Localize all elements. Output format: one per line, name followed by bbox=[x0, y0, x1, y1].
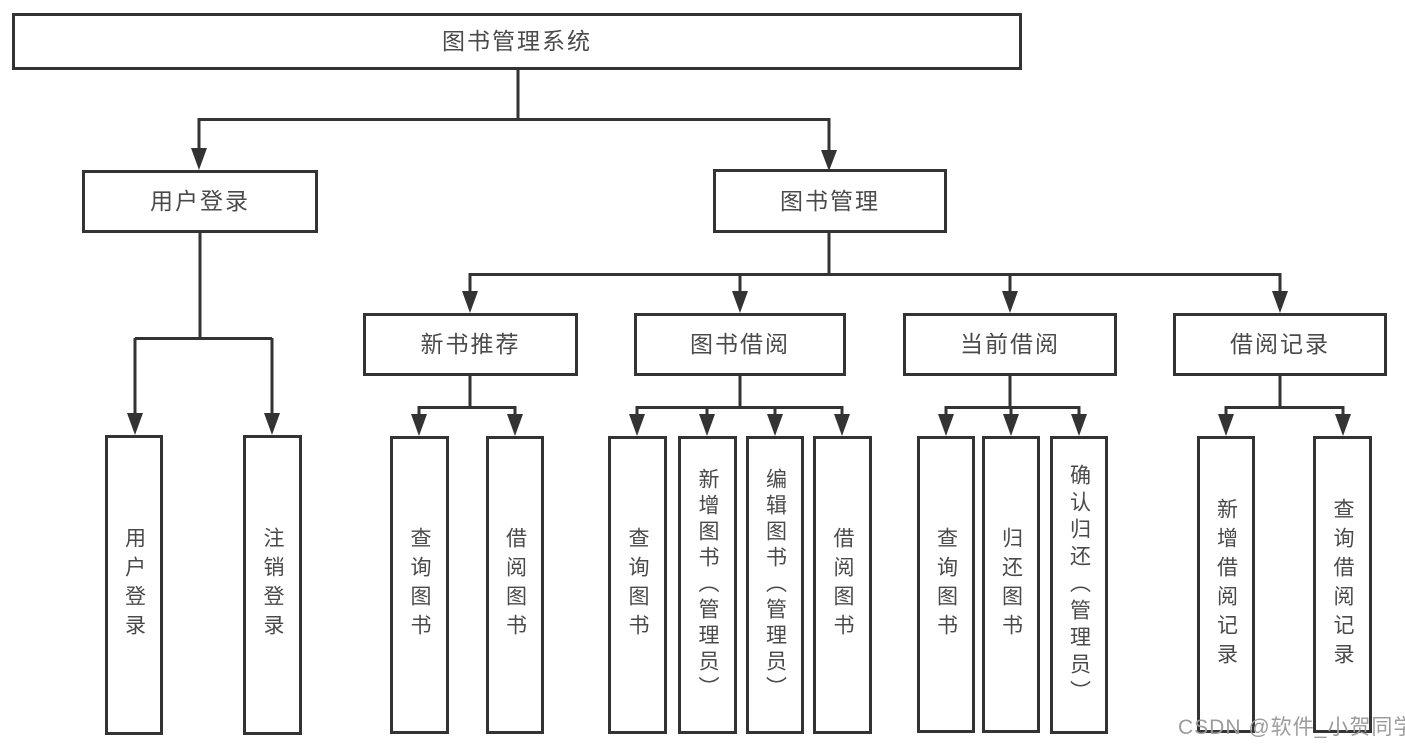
node-leaf-add-books-admin: 新增图书（管理员） bbox=[678, 436, 737, 734]
node-leaf-query-borrow-record: 查询借阅记录 bbox=[1313, 436, 1372, 733]
node-borrowing-records: 借阅记录 bbox=[1173, 313, 1387, 376]
node-leaf-return-books: 归还图书 bbox=[982, 436, 1040, 733]
node-current-borrowing: 当前借阅 bbox=[903, 313, 1117, 376]
leaf-label: 借阅图书 bbox=[503, 527, 527, 643]
arrowhead-icons bbox=[127, 148, 1351, 436]
leaf-label: 新增图书（管理员） bbox=[696, 468, 719, 702]
node-leaf-logout: 注销登录 bbox=[243, 435, 302, 735]
leaf-label: 查询图书 bbox=[626, 527, 649, 643]
node-leaf-edit-books-admin: 编辑图书（管理员） bbox=[746, 436, 804, 734]
leaf-label: 查询图书 bbox=[408, 527, 431, 643]
node-new-book-recommend: 新书推荐 bbox=[363, 313, 578, 376]
node-leaf-add-borrow-record: 新增借阅记录 bbox=[1197, 436, 1255, 733]
leaf-label: 确认归还（管理员） bbox=[1067, 463, 1091, 707]
node-leaf-query-books-3: 查询图书 bbox=[917, 436, 975, 733]
leaf-label: 归还图书 bbox=[999, 526, 1023, 643]
node-leaf-query-books-1: 查询图书 bbox=[390, 436, 449, 734]
node-leaf-borrow-books-2: 借阅图书 bbox=[813, 436, 872, 734]
leaf-label: 编辑图书（管理员） bbox=[763, 468, 787, 702]
leaf-label: 查询图书 bbox=[934, 526, 958, 643]
leaf-label: 用户登录 bbox=[122, 527, 146, 643]
leaf-label: 借阅图书 bbox=[831, 527, 854, 643]
node-leaf-user-login: 用户登录 bbox=[105, 435, 163, 735]
node-leaf-query-books-2: 查询图书 bbox=[608, 436, 667, 734]
node-book-borrowing: 图书借阅 bbox=[634, 313, 846, 376]
node-leaf-borrow-books-1: 借阅图书 bbox=[486, 436, 544, 734]
node-user-login-branch: 用户登录 bbox=[82, 170, 318, 233]
node-library-management-system: 图书管理系统 bbox=[12, 13, 1022, 70]
node-leaf-confirm-return-admin: 确认归还（管理员） bbox=[1050, 436, 1108, 734]
csdn-watermark: CSDN @软件_小贺同学 bbox=[1178, 716, 1405, 739]
leaf-label: 查询借阅记录 bbox=[1331, 497, 1354, 672]
leaf-label: 注销登录 bbox=[261, 527, 284, 643]
node-book-management-branch: 图书管理 bbox=[713, 169, 947, 233]
leaf-label: 新增借阅记录 bbox=[1214, 497, 1238, 672]
